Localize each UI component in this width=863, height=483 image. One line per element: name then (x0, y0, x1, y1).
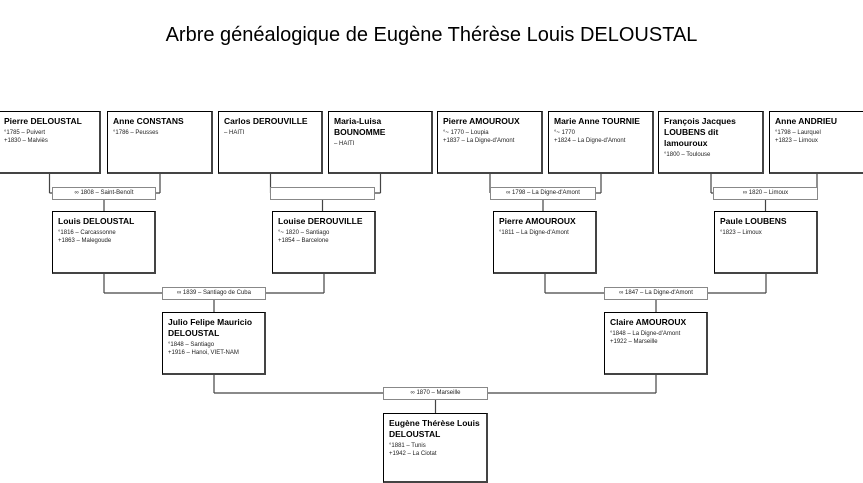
person-name: Carlos DEROUVILLE (224, 116, 308, 126)
person-box[interactable]: Maria-Luisa BOUNOMME – HAITI (328, 111, 433, 174)
life-event: +1916 – Hanoi, VIET-NAM (168, 350, 239, 356)
life-event: °1785 – Puivert (4, 130, 46, 136)
person-events: °1848 – La Digne-d'Amont +1922 – Marseill… (610, 330, 701, 346)
life-event: +1824 – La Digne-d'Amont (554, 138, 626, 144)
life-event: °~ 1770 (554, 130, 575, 136)
person-name: Claire AMOUROUX (610, 317, 687, 327)
person-name: Anne CONSTANS (113, 116, 184, 126)
life-event: °1848 – Santiago (168, 342, 215, 348)
person-events: °1786 – Peusses (113, 129, 206, 137)
person-name: Pierre AMOUROUX (499, 216, 576, 226)
person-name: Eugène Thérèse Louis DELOUSTAL (389, 418, 480, 439)
marriage-event: ∞ 1847 – La Digne-d'Amont (604, 287, 708, 300)
marriage-event (270, 187, 375, 200)
marriage-event: ∞ 1839 – Santiago de Cuba (162, 287, 266, 300)
person-name: Paule LOUBENS (720, 216, 787, 226)
person-name: Louise DEROUVILLE (278, 216, 363, 226)
person-box[interactable]: Pierre AMOUROUX °~ 1770 – Loupia +1837 – L… (437, 111, 543, 174)
person-name: Louis DELOUSTAL (58, 216, 135, 226)
person-box[interactable]: Claire AMOUROUX °1848 – La Digne-d'Amont +… (604, 312, 708, 375)
life-event: +1863 – Malegoude (58, 238, 112, 244)
person-events: °1811 – La Digne-d'Amont (499, 229, 590, 237)
person-name: Marie Anne TOURNIE (554, 116, 640, 126)
person-events: °1785 – Puivert +1830 – Malviès (4, 129, 94, 145)
person-box[interactable]: Anne CONSTANS °1786 – Peusses (107, 111, 213, 174)
person-events: °1881 – Tunis +1942 – La Ciotat (389, 442, 481, 458)
life-event: °1848 – La Digne-d'Amont (610, 331, 681, 337)
marriage-event: ∞ 1820 – Limoux (713, 187, 818, 200)
person-box[interactable]: Pierre AMOUROUX °1811 – La Digne-d'Amont (493, 211, 597, 274)
person-box[interactable]: Louise DEROUVILLE °~ 1820 – Santiago +1854… (272, 211, 376, 274)
life-event: °1811 – La Digne-d'Amont (499, 230, 569, 236)
person-name: Pierre AMOUROUX (443, 116, 520, 126)
person-events: – HAITI (334, 140, 426, 148)
person-events: °1798 – Laurquel +1823 – Limoux (775, 129, 858, 145)
life-event: °1816 – Carcassonne (58, 230, 116, 236)
person-events: °1800 – Toulouse (664, 151, 757, 159)
person-box[interactable]: François Jacques LOUBENS dit lamouroux °1… (658, 111, 764, 174)
life-event: +1922 – Marseille (610, 339, 658, 345)
person-name: Maria-Luisa BOUNOMME (334, 116, 386, 137)
life-event: °1800 – Toulouse (664, 152, 711, 158)
person-box[interactable]: Louis DELOUSTAL °1816 – Carcassonne +1863 … (52, 211, 156, 274)
person-name: Anne ANDRIEU (775, 116, 838, 126)
person-events: °1848 – Santiago +1916 – Hanoi, VIET-NAM (168, 341, 259, 357)
life-event: °1823 – Limoux (720, 230, 762, 236)
person-name: Julio Felipe Mauricio DELOUSTAL (168, 317, 253, 338)
life-event: °~ 1770 – Loupia (443, 130, 489, 136)
person-box[interactable]: Anne ANDRIEU °1798 – Laurquel +1823 – Limo… (769, 111, 863, 174)
life-event: +1942 – La Ciotat (389, 451, 437, 457)
person-box[interactable]: Paule LOUBENS °1823 – Limoux (714, 211, 818, 274)
life-event: °~ 1820 – Santiago (278, 230, 330, 236)
person-events: °~ 1770 +1824 – La Digne-d'Amont (554, 129, 647, 145)
life-event: – HAITI (224, 130, 245, 136)
life-event: °1786 – Peusses (113, 130, 159, 136)
person-name: François Jacques LOUBENS dit lamouroux (664, 116, 736, 148)
life-event: +1823 – Limoux (775, 138, 818, 144)
page-title: Arbre généalogique de Eugène Thérèse Lou… (165, 24, 698, 46)
person-events: – HAITI (224, 129, 316, 137)
person-events: °~ 1820 – Santiago +1854 – Barcelone (278, 229, 369, 245)
life-event: – HAITI (334, 141, 355, 147)
life-event: +1830 – Malviès (4, 138, 48, 144)
marriage-event: ∞ 1798 – La Digne-d'Amont (490, 187, 596, 200)
marriage-event: ∞ 1808 – Saint-Benoît (52, 187, 156, 200)
person-events: °~ 1770 – Loupia +1837 – La Digne-d'Amont (443, 129, 536, 145)
life-event: +1854 – Barcelone (278, 238, 329, 244)
life-event: °1798 – Laurquel (775, 130, 821, 136)
life-event: +1837 – La Digne-d'Amont (443, 138, 515, 144)
person-events: °1816 – Carcassonne +1863 – Malegoude (58, 229, 149, 245)
person-name: Pierre DELOUSTAL (4, 116, 82, 126)
person-box[interactable]: Pierre DELOUSTAL °1785 – Puivert +1830 – M… (0, 111, 101, 174)
marriage-event: ∞ 1870 – Marseille (383, 387, 488, 400)
person-box[interactable]: Marie Anne TOURNIE °~ 1770 +1824 – La Dign… (548, 111, 654, 174)
life-event: °1881 – Tunis (389, 443, 426, 449)
person-box[interactable]: Julio Felipe Mauricio DELOUSTAL °1848 – S… (162, 312, 266, 375)
person-box[interactable]: Carlos DEROUVILLE – HAITI (218, 111, 323, 174)
person-events: °1823 – Limoux (720, 229, 811, 237)
person-box[interactable]: Eugène Thérèse Louis DELOUSTAL °1881 – Tu… (383, 413, 488, 483)
